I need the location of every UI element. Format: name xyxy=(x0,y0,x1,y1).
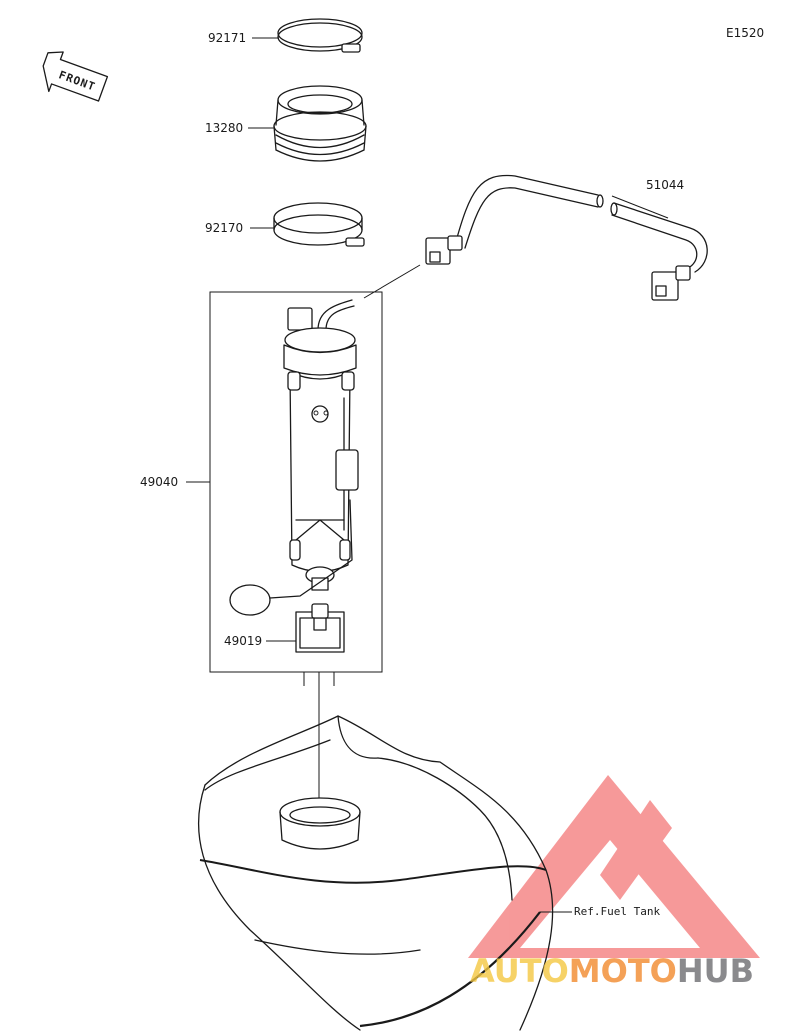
label-13280: 13280 xyxy=(205,121,243,135)
label-49040: 49040 xyxy=(140,475,178,489)
reference-fuel-tank: Ref.Fuel Tank xyxy=(574,905,660,918)
watermark-text: AUTOMOTOHUB xyxy=(470,952,754,990)
seal-ring xyxy=(273,85,367,162)
clamp-lower xyxy=(273,202,365,247)
assembly-bracket xyxy=(209,291,383,673)
watermark-hub: HUB xyxy=(677,952,754,990)
watermark-moto: MOTO xyxy=(569,952,677,990)
label-92170: 92170 xyxy=(205,221,243,235)
watermark-auto: AUTO xyxy=(470,952,569,990)
fuel-hose xyxy=(425,174,708,301)
svg-text:AUTOMOTOHUB: AUTOMOTOHUB xyxy=(470,952,754,990)
diagram-code: E1520 xyxy=(726,26,764,40)
label-51044: 51044 xyxy=(646,178,684,192)
front-arrow-icon: FRONT xyxy=(42,51,109,102)
label-92171: 92171 xyxy=(208,31,246,45)
fuel-pump xyxy=(229,299,359,616)
clamp-upper xyxy=(277,18,363,53)
fuel-filter xyxy=(295,603,345,653)
fuel-tank xyxy=(197,715,554,1031)
label-49019: 49019 xyxy=(224,634,262,648)
